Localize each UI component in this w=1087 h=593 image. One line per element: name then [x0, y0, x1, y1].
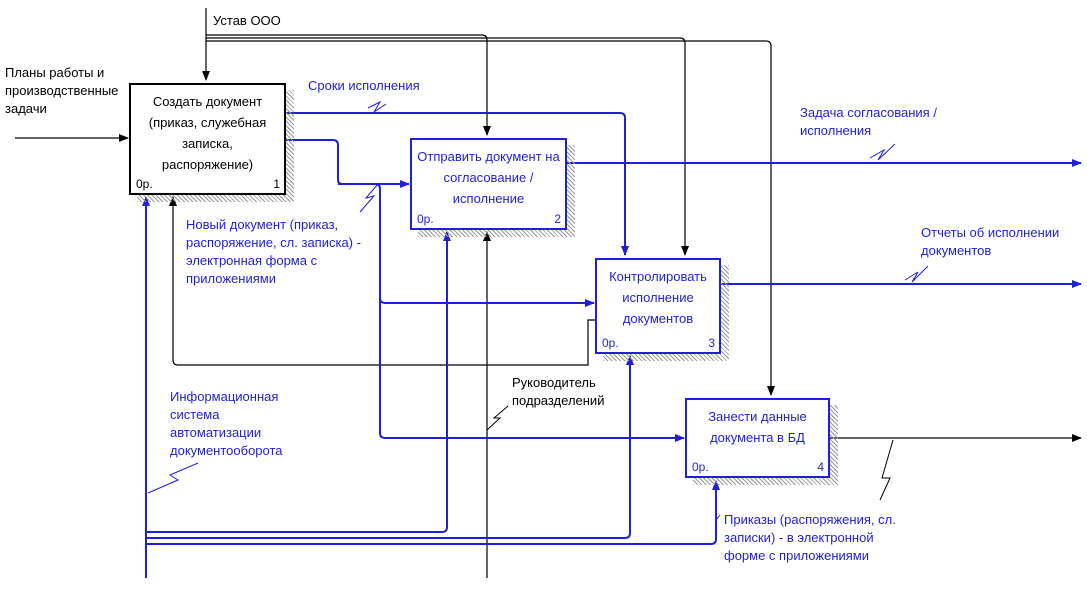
squiggle-output-4	[879, 439, 894, 501]
activity-1-cost: 0р.	[136, 177, 153, 191]
activity-2-title: Отправить документ на согласование / исп…	[417, 149, 560, 206]
arrow-feedback-to-activity-1	[169, 196, 598, 366]
activity-box-1[interactable]: Создать документ (приказ, служебная запи…	[129, 83, 286, 195]
squiggle-prikazy	[715, 514, 721, 521]
activity-1-title: Создать документ (приказ, служебная запи…	[148, 94, 267, 172]
label-rukovoditel: Руководитель подразделений	[512, 375, 605, 408]
label-plans: Планы работы и производственные задачи	[5, 65, 119, 116]
squiggle-sroki	[367, 100, 387, 113]
control-arrows-ustav	[15, 8, 1082, 578]
squiggle-otchety	[904, 265, 929, 283]
activity-3-cost: 0р.	[602, 336, 619, 350]
activity-2-number: 2	[554, 212, 561, 226]
label-prikazy: Приказы (распоряжения, сл. записки) - в …	[724, 512, 896, 563]
arrow-ustav-to-activity-4	[206, 40, 775, 396]
arrow-sroki-to-activity-3	[285, 112, 629, 256]
squiggle-rukovoditel	[486, 405, 509, 431]
arrow-ustav-to-activity-3	[206, 37, 689, 256]
activity-box-4[interactable]: Занести данные документа в БД 0р. 4	[685, 398, 830, 478]
label-zadacha: Задача согласования / исполнения	[800, 105, 937, 138]
flow-arrows-blue	[142, 112, 1082, 578]
activity-1-number: 1	[273, 177, 280, 191]
activity-box-2[interactable]: Отправить документ на согласование / исп…	[410, 138, 567, 230]
activity-4-title: Занести данные документа в БД	[708, 409, 807, 445]
squiggle-info-system	[147, 462, 199, 494]
arrow-mechanism-to-activity-4	[146, 480, 720, 545]
label-squiggles	[147, 100, 929, 521]
arrow-ustav-to-activity-2	[206, 34, 491, 136]
activity-3-number: 3	[708, 336, 715, 350]
activity-4-cost: 0р.	[692, 460, 709, 474]
label-otchety: Отчеты об исполнении документов	[921, 225, 1060, 258]
squiggle-new-doc	[359, 183, 379, 213]
activity-3-title: Контролировать исполнение документов	[609, 269, 707, 326]
label-new-doc: Новый документ (приказ, распоряжение, сл…	[186, 217, 361, 286]
activity-box-3[interactable]: Контролировать исполнение документов 0р.…	[595, 258, 721, 354]
activity-2-cost: 0р.	[417, 212, 434, 226]
arrow-activity-1-to-activity-2	[285, 139, 410, 188]
arrow-mechanism-to-activity-2	[146, 231, 451, 533]
arrow-new-doc-to-activity-4	[379, 298, 685, 442]
label-ustav: Устав ООО	[213, 13, 281, 28]
squiggle-zadacha	[869, 143, 896, 161]
arrow-mechanism-to-activity-3	[146, 355, 634, 539]
arrow-new-doc-to-activity-3	[338, 183, 595, 307]
label-info-system: Информационная система автоматизации док…	[170, 389, 283, 458]
label-sroki: Сроки исполнения	[308, 78, 420, 93]
activity-4-number: 4	[817, 460, 824, 474]
